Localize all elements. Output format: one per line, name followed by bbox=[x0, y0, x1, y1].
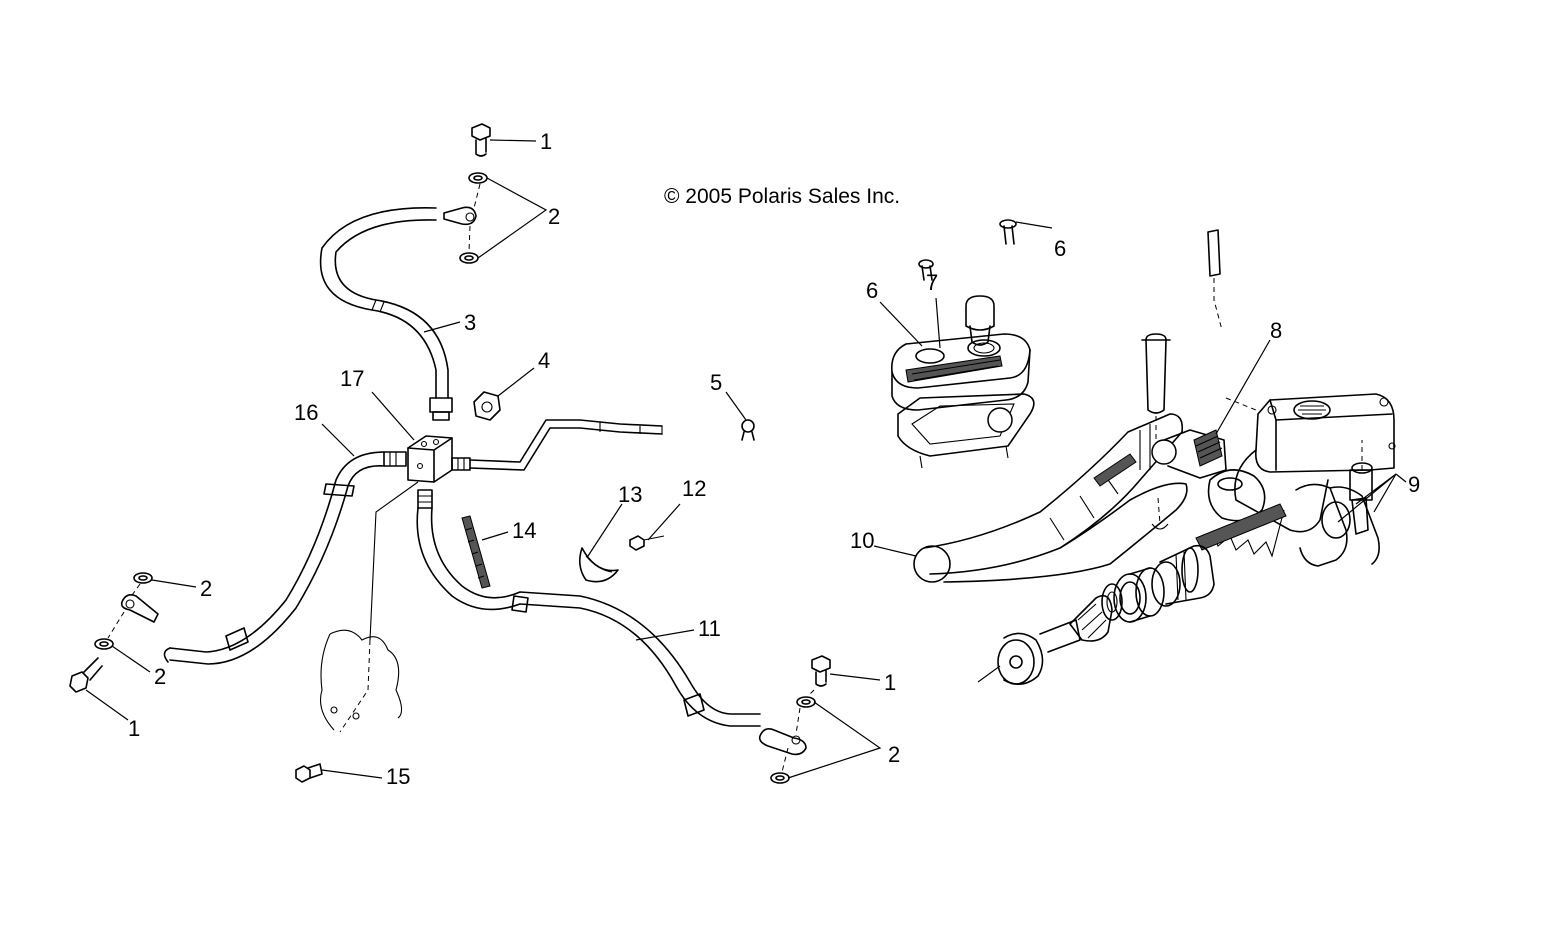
callout-7: 7 bbox=[926, 270, 938, 295]
callout-2-right: 2 bbox=[888, 742, 900, 767]
bolt-15 bbox=[295, 763, 323, 783]
callout-4: 4 bbox=[538, 348, 550, 373]
callout-14: 14 bbox=[512, 518, 536, 543]
top-banjo-bolt-group bbox=[443, 123, 491, 264]
brake-hose-11 bbox=[416, 507, 761, 727]
callout-2-left-lower: 2 bbox=[154, 664, 166, 689]
screw-12 bbox=[629, 535, 665, 551]
callout-2-left-upper: 2 bbox=[200, 576, 212, 601]
callout-1-right: 1 bbox=[884, 670, 896, 695]
reservoir-cover-7 bbox=[890, 295, 1035, 469]
callout-2-top: 2 bbox=[548, 204, 560, 229]
bleeder-valve-4 bbox=[473, 391, 501, 421]
frame-outline bbox=[319, 629, 403, 733]
callout-9: 9 bbox=[1408, 472, 1420, 497]
callout-17: 17 bbox=[340, 366, 364, 391]
callout-1-top: 1 bbox=[540, 129, 552, 154]
callout-1-left: 1 bbox=[128, 716, 140, 741]
copyright-notice: © 2005 Polaris Sales Inc. bbox=[664, 185, 900, 208]
brake-lever-10 bbox=[913, 413, 1227, 583]
brake-hose-16 bbox=[163, 451, 385, 665]
callout-11: 11 bbox=[698, 616, 721, 641]
brake-hose-3 bbox=[319, 207, 453, 421]
clip-13 bbox=[578, 547, 619, 583]
strap-14 bbox=[461, 515, 491, 589]
left-banjo-bolt-group bbox=[69, 572, 159, 693]
lever-spring-8 bbox=[1193, 429, 1223, 467]
callout-13: 13 bbox=[618, 482, 642, 507]
clip-5 bbox=[741, 419, 755, 441]
callout-3: 3 bbox=[464, 310, 476, 335]
cover-screw-6-right bbox=[999, 219, 1017, 245]
pivot-pins bbox=[1141, 229, 1223, 440]
callout-5: 5 bbox=[710, 370, 722, 395]
callout-6-right: 6 bbox=[1054, 236, 1066, 261]
cover-screw-6-left bbox=[918, 259, 934, 281]
master-cylinder-body bbox=[1207, 393, 1396, 567]
callout-6-left: 6 bbox=[866, 278, 878, 303]
callout-10: 10 bbox=[850, 528, 874, 553]
callout-8: 8 bbox=[1270, 318, 1282, 343]
right-banjo-bolt-group bbox=[758, 655, 831, 784]
callout-15: 15 bbox=[386, 764, 410, 789]
callout-12: 12 bbox=[682, 476, 706, 501]
callout-16: 16 bbox=[294, 400, 318, 425]
piston-assembly bbox=[977, 503, 1287, 685]
